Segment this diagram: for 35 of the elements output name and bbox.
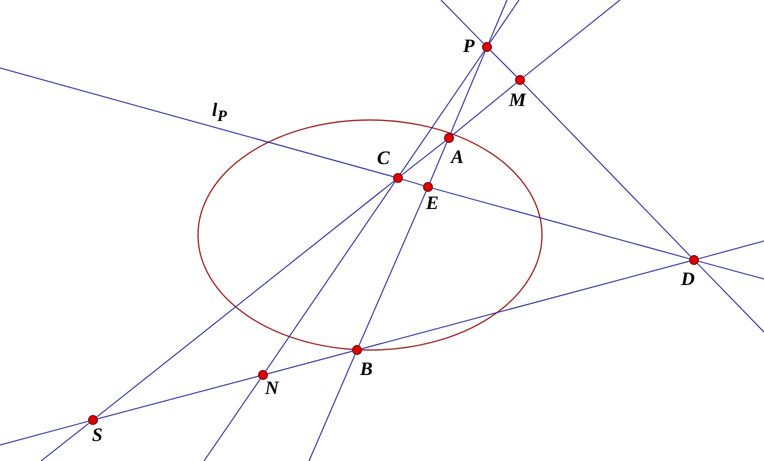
point-label: P [463, 37, 475, 57]
line-label: l$_{P}$ [212, 101, 227, 127]
point-label: S [92, 426, 103, 446]
line [490, 50, 517, 77]
point-label: B [360, 360, 373, 380]
line [523, 0, 620, 78]
point-label: C [377, 149, 390, 169]
line [96, 180, 395, 418]
line [97, 376, 259, 420]
line [698, 240, 764, 260]
point-label: E [426, 194, 439, 214]
line [358, 191, 426, 346]
line [0, 68, 394, 178]
line [432, 188, 690, 260]
line [489, 0, 520, 44]
line [429, 51, 486, 183]
point-label: M [509, 91, 526, 111]
line [696, 263, 764, 332]
point-label: D [681, 270, 695, 290]
line [440, 0, 484, 44]
point-label: N [265, 379, 279, 399]
line [361, 260, 690, 350]
line [0, 420, 89, 446]
line [401, 140, 446, 176]
line [522, 83, 692, 257]
line [698, 260, 764, 280]
point-label: A [451, 148, 464, 168]
line [265, 50, 485, 372]
line [308, 354, 356, 461]
line [488, 0, 508, 43]
line [40, 422, 90, 461]
line [267, 350, 353, 374]
line [204, 378, 261, 461]
line [402, 178, 424, 186]
line [452, 82, 517, 136]
